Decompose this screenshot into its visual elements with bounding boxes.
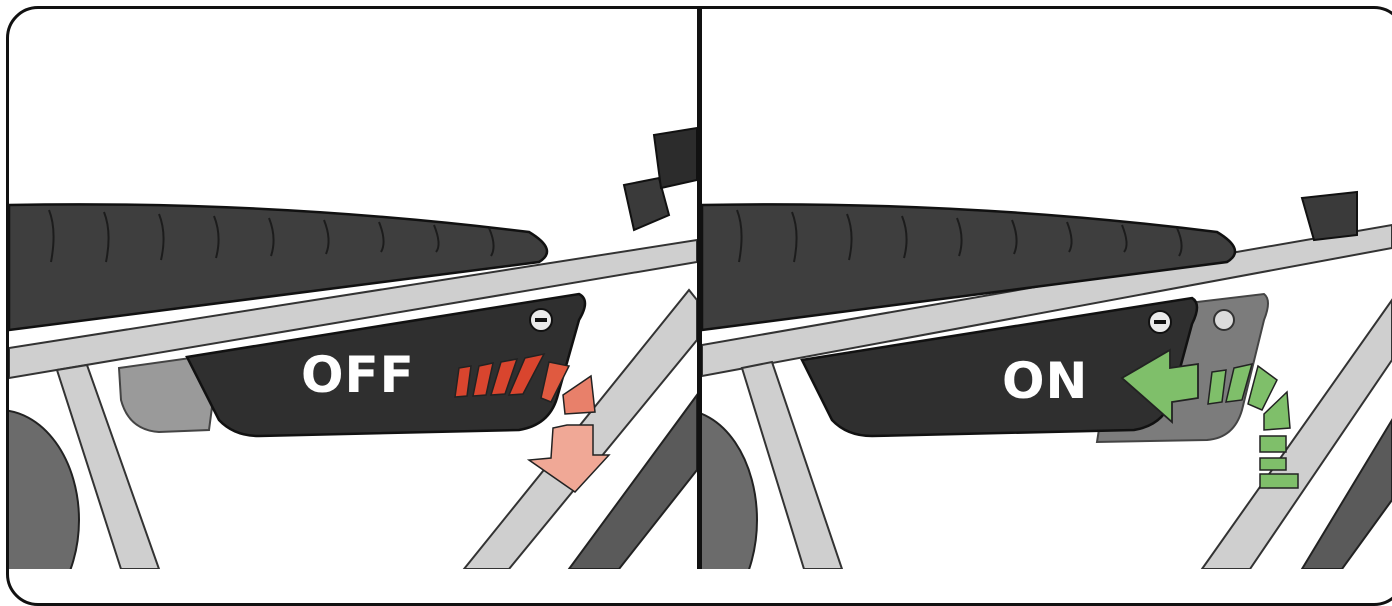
post-knob xyxy=(654,128,697,188)
keyhole-slot xyxy=(1154,320,1166,324)
bike-illustration-on xyxy=(702,0,1392,569)
rear-wheel xyxy=(702,410,757,569)
post-knob xyxy=(1302,192,1357,240)
off-label: OFF xyxy=(301,350,415,400)
ghost-keyhole-icon xyxy=(1214,310,1234,330)
on-label: ON xyxy=(1002,356,1088,406)
keyhole-slot xyxy=(535,318,547,322)
bike-illustration-off xyxy=(9,0,697,569)
panel-on: ON xyxy=(702,0,1392,569)
panel-off: OFF xyxy=(9,0,697,569)
rear-wheel xyxy=(9,410,79,569)
